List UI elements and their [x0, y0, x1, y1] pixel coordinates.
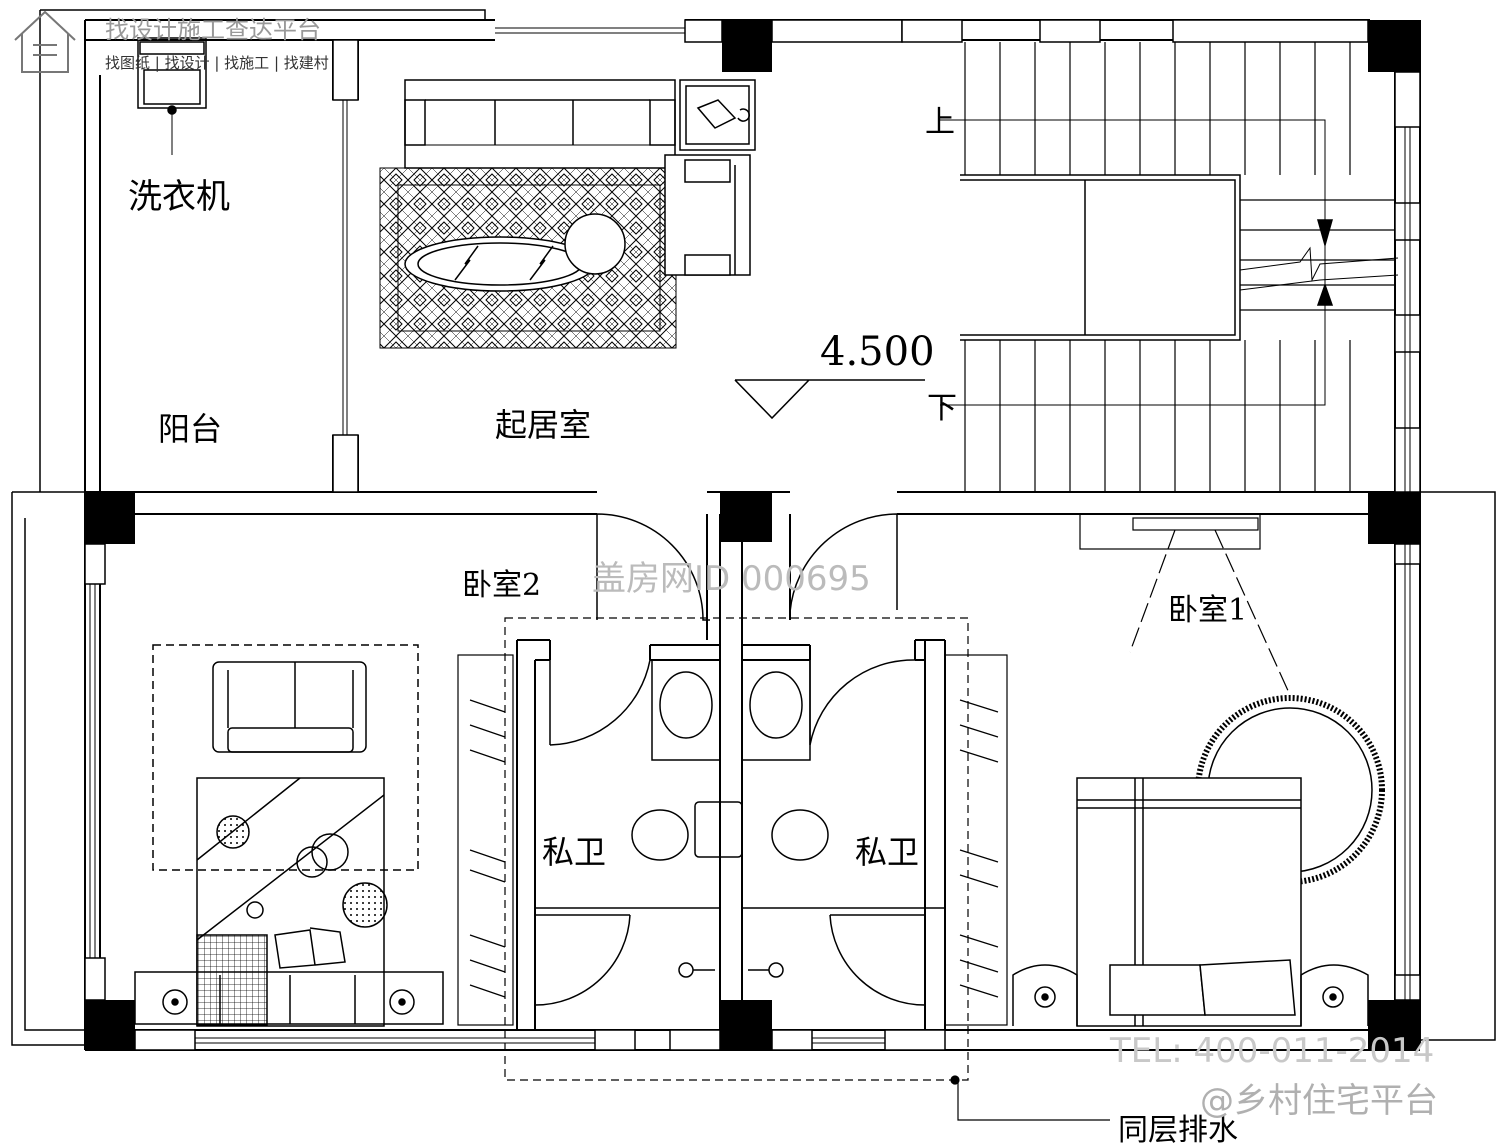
elevation-marker: [734, 379, 925, 420]
structural-columns: [85, 20, 1420, 1050]
watermark-platform: @乡村住宅平台: [1200, 1081, 1438, 1121]
outer-perimeter: [11, 9, 1496, 1046]
bedroom1-bed: [1012, 777, 1369, 1027]
watermark-phone: TEL: 400-011-2014: [1109, 1031, 1434, 1071]
bedroom2-sofa: [152, 644, 419, 871]
room-label-bedroom1: 卧室1: [1168, 593, 1247, 628]
window-glass-lines: [89, 27, 1411, 1044]
bathroom-zone-outline: [504, 617, 969, 1081]
bedroom1-tv: [1079, 513, 1291, 696]
room-label-bath-right: 私卫: [855, 833, 919, 871]
doors: [534, 513, 945, 1006]
staircase: [940, 42, 1399, 492]
bedroom2-bed: [134, 777, 444, 1027]
wardrobes: [457, 654, 1008, 1026]
drain-leader: [950, 1075, 1110, 1121]
armchair: [664, 154, 751, 276]
elevation-label: 4.500: [820, 329, 935, 375]
room-label-living: 起居室: [495, 406, 591, 444]
bath-fixtures: [631, 659, 829, 978]
brand-logo-icon: [14, 10, 76, 73]
living-sofa: [404, 79, 676, 169]
stair-up-label: 上: [925, 105, 955, 140]
washing-machine: [137, 37, 207, 155]
coffee-table: [404, 213, 626, 292]
drain-label: 同层排水: [1118, 1113, 1238, 1148]
washer-label: 洗衣机: [128, 177, 230, 217]
brand-sub-text: 找图纸 | 找设计 | 找施工 | 找建村: [105, 54, 329, 72]
windows: [84, 19, 1421, 1051]
phone-table: [679, 79, 756, 151]
stair-down-label: 下: [927, 391, 957, 426]
room-label-bedroom2: 卧室2: [462, 568, 541, 603]
watermark-id: 盖房网ID 000695: [592, 559, 871, 599]
brand-top-text: 找设计施工查达平台: [105, 16, 321, 44]
room-label-bath-left: 私卫: [542, 833, 606, 871]
room-label-balcony: 阳台: [158, 410, 222, 448]
